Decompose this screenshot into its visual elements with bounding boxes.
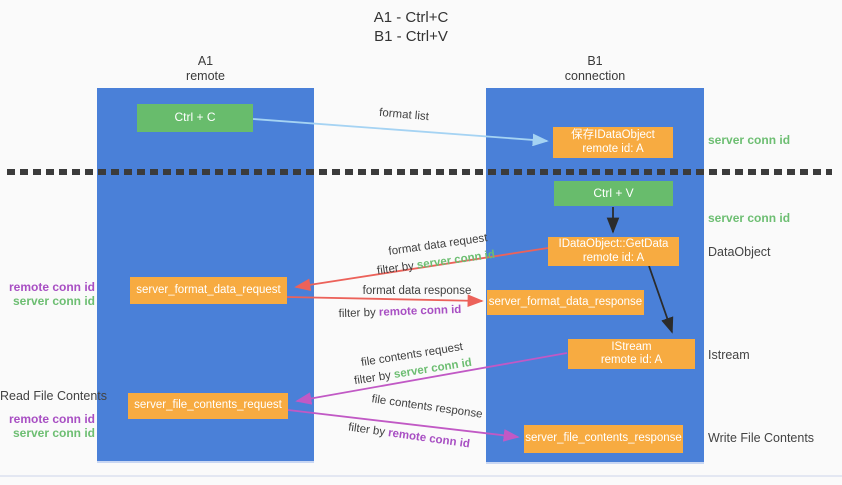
column-a-subtitle: remote [186,69,225,83]
node-server-format-data-request: server_format_data_request [130,277,287,304]
diagram-title-line2: B1 - Ctrl+V [374,27,448,45]
arrow-format-list [252,118,549,147]
arrow-format-data-request [294,247,549,292]
node-server-file-contents-request-label: server_file_contents_request [134,399,282,412]
node-save-idataobject-line2: remote id: A [582,142,644,155]
column-a-header: A1 remote [97,54,314,84]
node-idataobject-getdata-line1: IDataObject::GetData [558,238,669,250]
column-b-header: B1 connection [486,54,704,84]
annotation-server-conn-id-top: server conn id [708,133,791,147]
node-server-format-data-response-label: server_format_data_response [488,295,643,308]
annotation-dataobject: DataObject [708,245,771,259]
session-divider-dashed-line [7,169,832,175]
arrow-file-contents-response [287,409,520,442]
node-ctrl-c-label: Ctrl + C [174,110,216,125]
column-b-subtitle: connection [564,69,626,83]
arrow-format-data-response [286,294,484,308]
arrow-file-contents-request [295,352,568,405]
annotation-remote-conn-id-1: remote conn id [8,280,95,294]
node-server-format-data-request-label: server_format_data_request [136,283,281,296]
node-ctrl-v: Ctrl + V [554,181,673,206]
bottom-separator [0,475,842,477]
node-istream: IStream remote id: A [568,339,695,369]
node-istream-line1: IStream [611,340,652,353]
node-idataobject-getdata-line2: remote id: A [582,251,645,264]
node-server-file-contents-response: server_file_contents_response [524,425,683,453]
column-a-id: A1 [197,54,214,68]
arrow-label-format-data-response: format data response [362,285,472,297]
node-ctrl-c: Ctrl + C [137,104,253,132]
annotation-read-file-contents: Read File Contents [0,389,108,403]
column-b-id: B1 [587,54,603,68]
annotation-istream: Istream [708,348,750,362]
node-idataobject-getdata: IDataObject::GetData remote id: A [548,237,679,266]
annotation-write-file-contents: Write File Contents [708,431,815,445]
diagram-title-line1: A1 - Ctrl+C [373,9,449,26]
filter-by-text: filter by [338,306,380,321]
annotation-remote-conn-id-2: remote conn id [8,412,95,426]
arrow-getdata-to-istream [648,265,674,334]
diagram-title: A1 - Ctrl+C B1 - Ctrl+V [331,9,491,46]
node-save-idataobject-line1: 保存IDataObject [571,129,655,141]
node-save-idataobject: 保存IDataObject remote id: A [553,127,673,158]
annotation-server-conn-id-mid: server conn id [708,211,791,225]
node-server-format-data-response: server_format_data_response [487,290,644,315]
annotation-server-conn-id-left-1: server conn id [12,294,95,308]
node-ctrl-v-label: Ctrl + V [593,185,634,200]
annotation-server-conn-id-left-2: server conn id [12,426,95,440]
node-istream-line2: remote id: A [600,354,663,366]
node-server-file-contents-request: server_file_contents_request [128,393,288,419]
node-server-file-contents-response-label: server_file_contents_response [525,432,682,445]
